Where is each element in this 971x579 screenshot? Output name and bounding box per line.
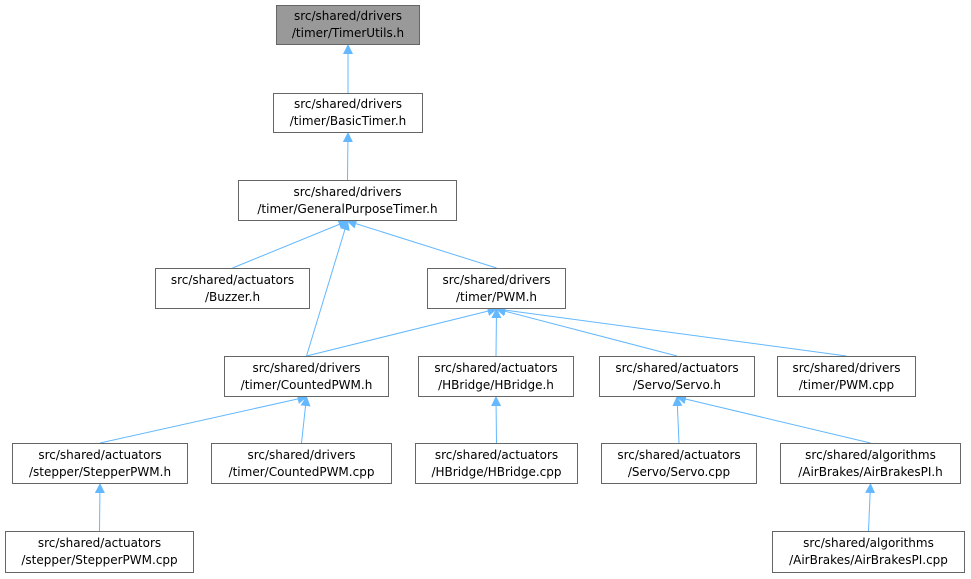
node-path-line1: src/shared/drivers <box>792 360 901 375</box>
node-path-line2: /AirBrakes/AirBrakesPI.cpp <box>789 553 948 567</box>
node-path-line2: /timer/TimerUtils.h <box>291 26 405 40</box>
node-buzzer-h[interactable]: src/shared/actuators /Buzzer.h <box>155 268 310 309</box>
node-path-line1: src/shared/drivers <box>293 184 402 199</box>
edge-servo_h-to-airbrakes_pi_h <box>676 394 871 444</box>
node-hbridge-h[interactable]: src/shared/actuators /HBridge/HBridge.h <box>418 356 574 397</box>
edge-counted_pwm_h-to-stepper_pwm_h <box>99 394 308 444</box>
node-path-line1: src/shared/drivers <box>247 447 356 462</box>
node-path-line1: src/shared/drivers <box>293 97 403 111</box>
node-path-line1: src/shared/drivers <box>293 9 403 23</box>
edge-basic_timer_h-to-gp_timer_h <box>342 132 353 181</box>
edge-pwm_h-to-servo_h <box>495 306 678 357</box>
node-hbridge-cpp[interactable]: src/shared/actuators /HBridge/HBridge.cp… <box>415 443 578 484</box>
edge-pwm_h-to-counted_pwm_h <box>306 306 498 357</box>
node-path-line1: src/shared/actuators <box>617 447 741 462</box>
edge-servo_h-to-servo_cpp <box>672 396 683 444</box>
node-path-line2: /HBridge/HBridge.cpp <box>431 464 562 479</box>
node-path-line2: /timer/PWM.cpp <box>798 377 895 392</box>
edge-hbridge_h-to-hbridge_cpp <box>491 396 502 444</box>
node-counted-pwm-h[interactable]: src/shared/drivers /timer/CountedPWM.h <box>224 356 389 397</box>
edge-gp_timer_h-to-buzzer_h <box>232 219 349 269</box>
node-path-line2: /timer/CountedPWM.h <box>240 377 373 392</box>
edge-pwm_h-to-pwm_cpp <box>495 305 847 357</box>
node-path-line1: src/shared/drivers <box>252 360 361 375</box>
node-path-line1: src/shared/actuators <box>38 447 162 462</box>
node-stepper-pwm-h[interactable]: src/shared/actuators /stepper/StepperPWM… <box>12 443 188 484</box>
edge-gp_timer_h-to-counted_pwm_h <box>306 220 350 357</box>
node-path-line1: src/shared/actuators <box>615 360 739 375</box>
node-general-purpose-timer-h[interactable]: src/shared/drivers /timer/GeneralPurpose… <box>238 180 457 221</box>
node-path-line1: src/shared/actuators <box>434 360 558 375</box>
edge-counted_pwm_h-to-counted_pwm_cpp <box>300 396 311 444</box>
node-path-line2: /stepper/StepperPWM.cpp <box>21 553 178 567</box>
node-path-line2: /AirBrakes/AirBrakesPI.h <box>798 464 943 479</box>
node-path-line2: /timer/GeneralPurposeTimer.h <box>257 201 438 216</box>
node-airbrakes-pi-cpp[interactable]: src/shared/algorithms /AirBrakes/AirBrak… <box>772 531 965 573</box>
node-path-line1: src/shared/drivers <box>442 272 551 287</box>
node-path-line2: /timer/PWM.h <box>455 289 537 304</box>
node-path-line1: src/shared/actuators <box>170 272 295 287</box>
node-basic-timer-h[interactable]: src/shared/drivers /timer/BasicTimer.h <box>273 93 423 133</box>
node-path-line2: /HBridge/HBridge.h <box>438 377 554 392</box>
node-path-line2: /stepper/StepperPWM.h <box>28 464 172 479</box>
node-pwm-h[interactable]: src/shared/drivers /timer/PWM.h <box>427 268 566 309</box>
node-counted-pwm-cpp[interactable]: src/shared/drivers /timer/CountedPWM.cpp <box>211 443 392 484</box>
node-servo-h[interactable]: src/shared/actuators /Servo/Servo.h <box>599 356 755 397</box>
node-path-line2: /Buzzer.h <box>204 289 261 304</box>
node-path-line1: src/shared/actuators <box>434 447 559 462</box>
node-timer-utils-h: src/shared/drivers /timer/TimerUtils.h <box>276 5 420 45</box>
edge-airbrakes_pi_h-to-airbrakes_pi_cpp <box>865 483 876 532</box>
node-path-line2: /timer/CountedPWM.cpp <box>228 464 375 479</box>
edge-pwm_h-to-hbridge_h <box>491 308 502 357</box>
node-pwm-cpp[interactable]: src/shared/drivers /timer/PWM.cpp <box>777 356 916 397</box>
node-path-line1: src/shared/actuators <box>37 536 162 550</box>
node-path-line2: /Servo/Servo.cpp <box>627 464 731 479</box>
node-path-line2: /Servo/Servo.h <box>632 377 722 392</box>
node-path-line2: /timer/BasicTimer.h <box>289 114 407 128</box>
node-airbrakes-pi-h[interactable]: src/shared/algorithms /AirBrakes/AirBrak… <box>780 443 961 484</box>
node-stepper-pwm-cpp[interactable]: src/shared/actuators /stepper/StepperPWM… <box>5 531 194 573</box>
edge-stepper_pwm_h-to-stepper_pwm_cpp <box>94 483 105 532</box>
node-servo-cpp[interactable]: src/shared/actuators /Servo/Servo.cpp <box>601 443 757 484</box>
edge-gp_timer_h-to-pwm_h <box>346 218 497 269</box>
node-path-line1: src/shared/algorithms <box>803 536 934 550</box>
node-path-line1: src/shared/algorithms <box>805 447 936 462</box>
